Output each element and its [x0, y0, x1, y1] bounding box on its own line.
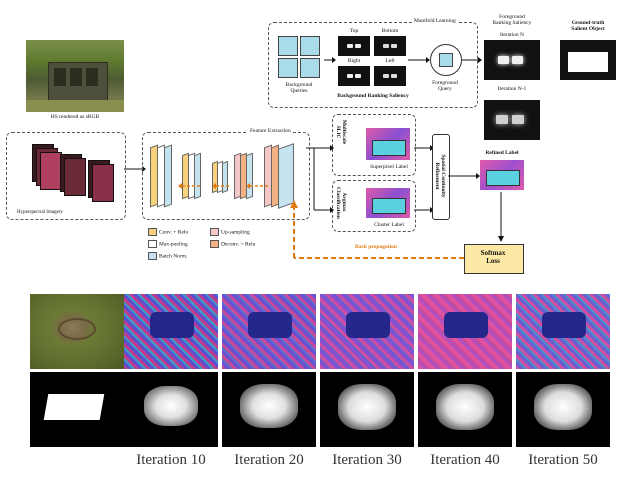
- legend: Conv. + Relu Up-sampling Max-pooling Dec…: [148, 228, 288, 268]
- background-queries-label: Background Queries: [285, 82, 313, 95]
- arrow-right-icon: [324, 57, 336, 63]
- pipeline-diagram: HS rendered as sRGB Hyperspectral Imager…: [6, 14, 616, 274]
- arrow-right-icon: [448, 173, 480, 179]
- saliency-map-right: [338, 66, 370, 86]
- grid-seg-1: [124, 294, 218, 369]
- top-label: Top: [349, 28, 359, 34]
- left-label: Left: [385, 58, 395, 64]
- grid-seg-4: [418, 294, 512, 369]
- softmax-loss-label: Softmax Loss: [480, 249, 506, 265]
- refined-label-caption: Refined Label: [485, 150, 519, 156]
- manifold-label: Manifold Learning: [412, 18, 458, 25]
- right-label: Right: [347, 58, 361, 64]
- fg-saliency-iteration-n1: [484, 100, 540, 140]
- legend-batchnorm-label: Batch Norm.: [159, 253, 188, 260]
- legend-conv-label: Conv. + Relu: [159, 229, 189, 236]
- manifold-box: [268, 22, 478, 108]
- iteration-label: Iteration 20: [234, 452, 304, 468]
- feature-extraction-box: [142, 132, 310, 220]
- argmax-box: [332, 180, 416, 232]
- iteration-label: Iteration 50: [528, 452, 598, 468]
- grid-seg-5: [516, 294, 610, 369]
- hyperspectral-box: [6, 132, 126, 220]
- fg-ranking-label: Foreground Ranking Saliency: [492, 14, 532, 27]
- cluster-label: Cluster Label: [374, 222, 404, 228]
- superpixel-label: Superpixel Label: [370, 164, 408, 170]
- bottom-label: Bottom: [381, 28, 399, 34]
- hs-caption: HS rendered as sRGB: [50, 114, 100, 120]
- grid-seg-3: [320, 294, 414, 369]
- arrow-right-icon: [124, 166, 146, 172]
- arrow-right-icon: [408, 57, 430, 63]
- hyperspectral-cubes: [26, 140, 118, 202]
- saliency-map-top: [338, 36, 370, 56]
- hyperspectral-label: Hyperspectral Imagery: [17, 210, 63, 215]
- grid-saliency-4: [418, 372, 512, 447]
- cluster-image: [366, 188, 410, 218]
- iteration-n-label: Iteration N: [500, 32, 524, 38]
- foreground-query: [430, 44, 462, 76]
- legend-deconv-swatch: [210, 240, 219, 248]
- legend-conv-swatch: [148, 228, 157, 236]
- iteration-label: Iteration 40: [430, 452, 500, 468]
- spatial-refinement-box: [432, 134, 450, 220]
- softmax-loss-box: [464, 244, 524, 274]
- back-propagation-label: Back propagation: [355, 244, 397, 250]
- grid-rgb-image: [30, 294, 124, 369]
- legend-deconv-label: Deconv. + Relu: [221, 241, 256, 248]
- iteration-label: Iteration 10: [136, 452, 206, 468]
- background-saliency-label: Background Ranking Saliency: [337, 93, 409, 99]
- legend-maxpool-swatch: [148, 240, 157, 248]
- legend-maxpool-label: Max-pooling: [159, 241, 188, 248]
- ground-truth-label: Ground-truth Salient Object: [571, 20, 605, 33]
- grid-saliency-2: [222, 372, 316, 447]
- iteration-n1-label: Iteration N-1: [497, 86, 527, 92]
- iteration-grid: Iteration 10 Iteration 20 Iteration 30 I…: [0, 292, 637, 481]
- grid-saliency-1: [124, 372, 218, 447]
- foreground-query-label: Foreground Query: [432, 80, 458, 93]
- ground-truth-mask: [560, 40, 616, 80]
- grid-gt-mask: [30, 372, 124, 447]
- legend-upsample-swatch: [210, 228, 219, 236]
- slic-box: [332, 114, 416, 176]
- hs-srgb-image: [26, 40, 124, 112]
- skip-connection-arrows: [178, 183, 270, 189]
- grid-saliency-5: [516, 372, 610, 447]
- arrow-right-icon: [306, 145, 334, 213]
- grid-saliency-3: [320, 372, 414, 447]
- background-queries: [276, 34, 322, 80]
- arrow-right-icon: [462, 57, 482, 63]
- feature-extraction-label: Feature Extraction: [248, 128, 293, 135]
- multiscale-label: Multiscale SLIC: [335, 119, 348, 145]
- saliency-map-left: [374, 66, 406, 86]
- refined-label-image: [480, 160, 524, 190]
- grid-seg-2: [222, 294, 316, 369]
- fg-saliency-iteration-n: [484, 40, 540, 80]
- legend-batchnorm-swatch: [148, 252, 157, 260]
- saliency-map-bottom: [374, 36, 406, 56]
- iteration-label: Iteration 30: [332, 452, 402, 468]
- arrow-down-icon: [498, 192, 504, 242]
- legend-upsample-label: Up-sampling: [221, 229, 250, 236]
- dashed-arrow-icon: [290, 200, 464, 259]
- superpixel-image: [366, 128, 410, 160]
